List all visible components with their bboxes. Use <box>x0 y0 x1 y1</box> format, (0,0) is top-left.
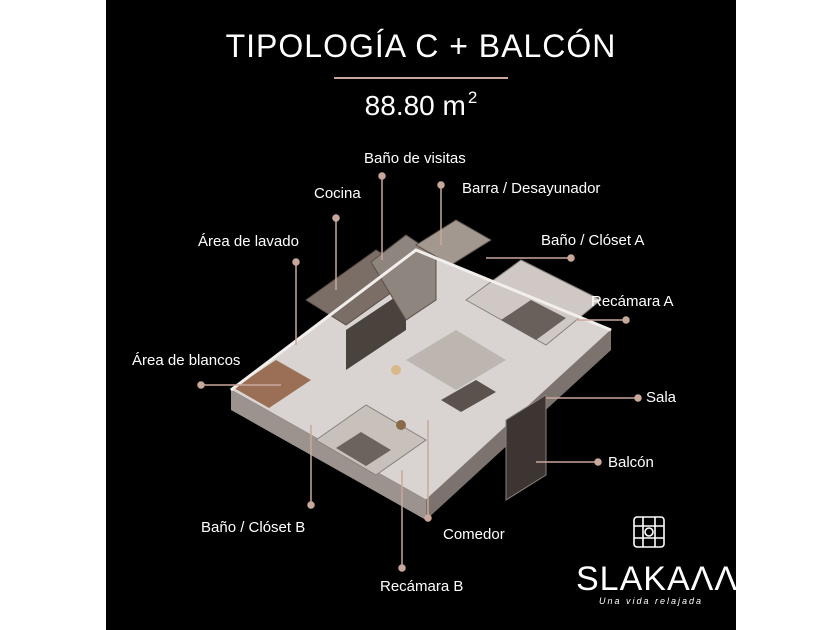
linen-area <box>234 360 311 408</box>
label-comedor: Comedor <box>443 526 505 543</box>
label-bano-visitas: Baño de visitas <box>364 150 466 167</box>
bed-b <box>336 432 391 466</box>
living-room <box>406 330 506 390</box>
label-balcon: Balcón <box>608 454 654 471</box>
poster-title: TIPOLOGÍA C + BALCÓN <box>225 28 617 64</box>
brand-name: SLAKAΛΛ <box>576 560 736 598</box>
person-figure <box>396 420 406 430</box>
title-divider <box>334 77 508 79</box>
label-area-lavado: Área de lavado <box>198 233 299 250</box>
slab-front-left <box>231 390 426 520</box>
area-value: 88.80 m <box>364 90 466 121</box>
area-exponent: 2 <box>467 88 478 107</box>
kitchen-counter <box>346 290 406 370</box>
balcony <box>505 394 547 501</box>
visitor-bath <box>370 234 437 321</box>
floor-plan-illustration <box>197 172 642 572</box>
label-recamara-b: Recámara B <box>380 578 464 595</box>
label-sala: Sala <box>646 389 677 406</box>
brand-tagline: Una vida relajada <box>598 596 704 606</box>
walls <box>230 248 612 392</box>
knot-pattern-icon <box>633 516 665 548</box>
label-area-blancos: Área de blancos <box>132 352 241 369</box>
label-bano-closet-a: Baño / Clóset A <box>541 232 645 249</box>
label-barra: Barra / Desayunador <box>462 180 601 197</box>
label-cocina: Cocina <box>314 185 361 202</box>
bed-a <box>501 300 566 340</box>
label-recamara-a: Recámara A <box>591 293 674 310</box>
person-figure <box>391 365 401 375</box>
sofa <box>441 380 496 412</box>
label-bano-closet-b: Baño / Clóset B <box>201 519 306 536</box>
